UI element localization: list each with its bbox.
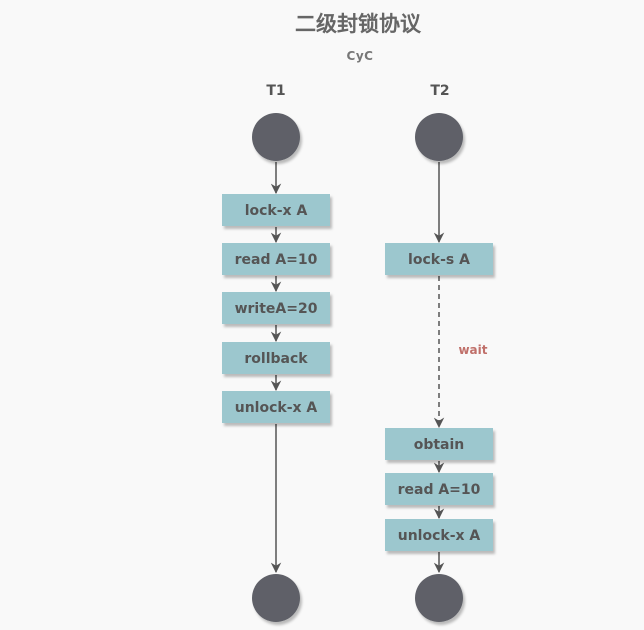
t1-step-unlock: unlock-x A — [222, 391, 330, 423]
t1-step-rollback: rollback — [222, 342, 330, 374]
t2-end-node — [415, 574, 463, 622]
lane-label-t1: T1 — [266, 83, 285, 99]
t1-end-node — [252, 574, 300, 622]
t2-step-unlock: unlock-x A — [385, 519, 493, 551]
t2-start-node — [415, 113, 463, 161]
t1-step-lock-x: lock-x A — [222, 194, 330, 226]
t1-step-label: read A=10 — [235, 252, 318, 268]
t2-step-label: unlock-x A — [398, 528, 481, 544]
t1-start-node — [252, 113, 300, 161]
t1-step-write: writeA=20 — [222, 292, 330, 324]
t2-step-label: obtain — [414, 437, 465, 453]
t2-step-label: read A=10 — [398, 482, 481, 498]
t2-step-label: lock-s A — [408, 252, 470, 268]
diagram-subtitle: CyC — [347, 49, 374, 63]
t2-step-obtain: obtain — [385, 428, 493, 460]
t1-step-label: writeA=20 — [235, 301, 318, 317]
wait-label: wait — [458, 343, 487, 357]
diagram-title: 二级封锁协议 — [295, 12, 422, 36]
t1-step-label: rollback — [244, 351, 308, 367]
t1-step-label: unlock-x A — [235, 400, 318, 416]
t2-step-read: read A=10 — [385, 473, 493, 505]
t2-step-lock-s: lock-s A — [385, 243, 493, 275]
t1-step-label: lock-x A — [245, 203, 308, 219]
t1-step-read: read A=10 — [222, 243, 330, 275]
lane-label-t2: T2 — [430, 83, 449, 99]
